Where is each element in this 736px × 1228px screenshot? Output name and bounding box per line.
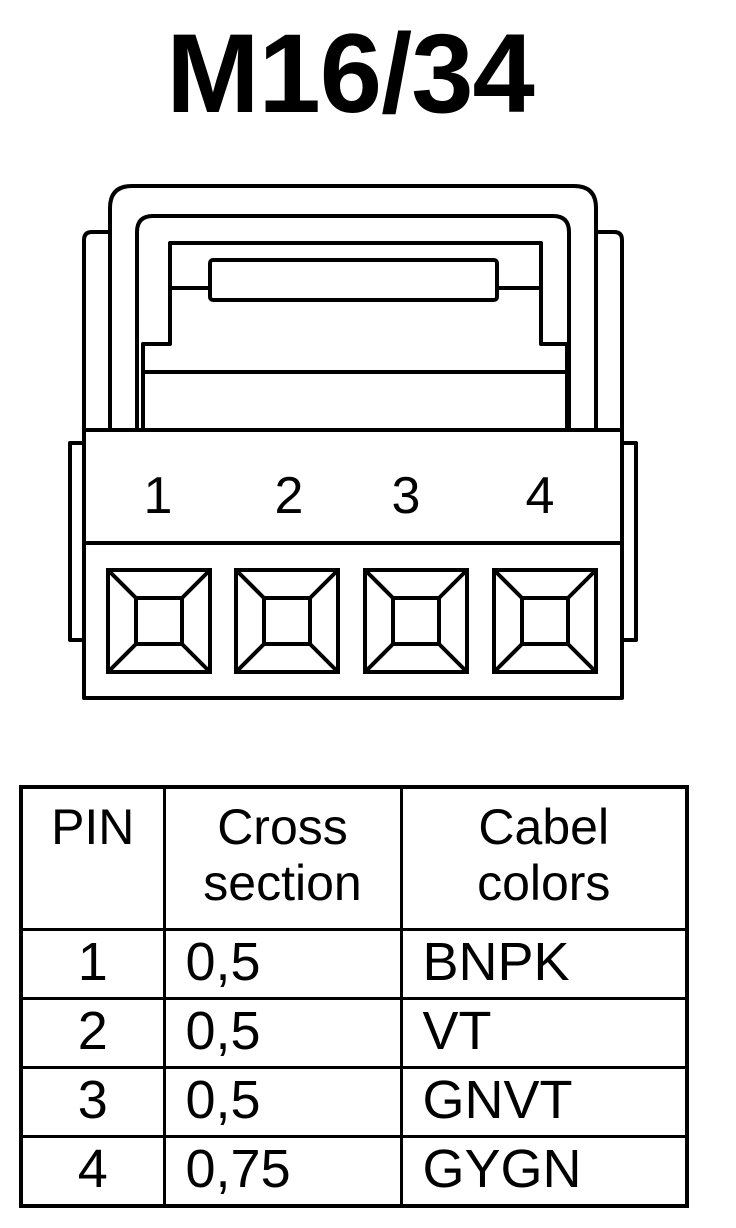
latch-cavity [141, 241, 569, 430]
cell-pin: 2 [19, 996, 166, 1069]
pin-number-3: 3 [392, 467, 421, 525]
cell-pin: 1 [19, 927, 166, 1000]
cell-cross-section: 0,5 [162, 1065, 403, 1138]
header-pin: PIN [19, 785, 166, 931]
cell-cable-color: BNPK [399, 927, 689, 1000]
header-cable-colors: Cabel colors [399, 785, 689, 931]
right-ear [622, 441, 638, 642]
table-row: 4 0,75 GYGN [19, 1134, 689, 1207]
header-cross-section: Cross section [162, 785, 403, 931]
table-row: 1 0,5 BNPK [19, 927, 689, 1000]
pin-socket-4 [492, 568, 598, 674]
latch-outer [108, 184, 598, 430]
cell-cross-section: 0,5 [162, 996, 403, 1069]
cell-pin: 4 [19, 1134, 166, 1207]
cell-cable-color: GNVT [399, 1065, 689, 1138]
pin-table: PIN Cross section Cabel colors 1 0,5 BNP… [19, 785, 689, 1208]
pin-number-4: 4 [526, 467, 555, 525]
pin-socket-2 [234, 568, 340, 674]
cell-pin: 3 [19, 1065, 166, 1138]
table-row: 3 0,5 GNVT [19, 1065, 689, 1138]
table-header-row: PIN Cross section Cabel colors [19, 785, 689, 931]
left-rail [82, 230, 110, 430]
pin-number-1: 1 [144, 467, 173, 525]
left-ear [68, 441, 84, 642]
right-rail [596, 230, 624, 430]
pin-number-2: 2 [275, 467, 304, 525]
cell-cross-section: 0,5 [162, 927, 403, 1000]
cell-cross-section: 0,75 [162, 1134, 403, 1207]
latch-bar [208, 258, 499, 302]
connector-drawing: 1 2 3 4 [68, 184, 638, 700]
cell-cable-color: VT [399, 996, 689, 1069]
pin-socket-1 [106, 568, 212, 674]
housing-body [82, 428, 624, 700]
latch-inner [135, 214, 571, 430]
cell-cable-color: GYGN [399, 1134, 689, 1207]
connector-title: M16/34 [166, 11, 535, 136]
table-row: 2 0,5 VT [19, 996, 689, 1069]
pin-socket-3 [363, 568, 469, 674]
